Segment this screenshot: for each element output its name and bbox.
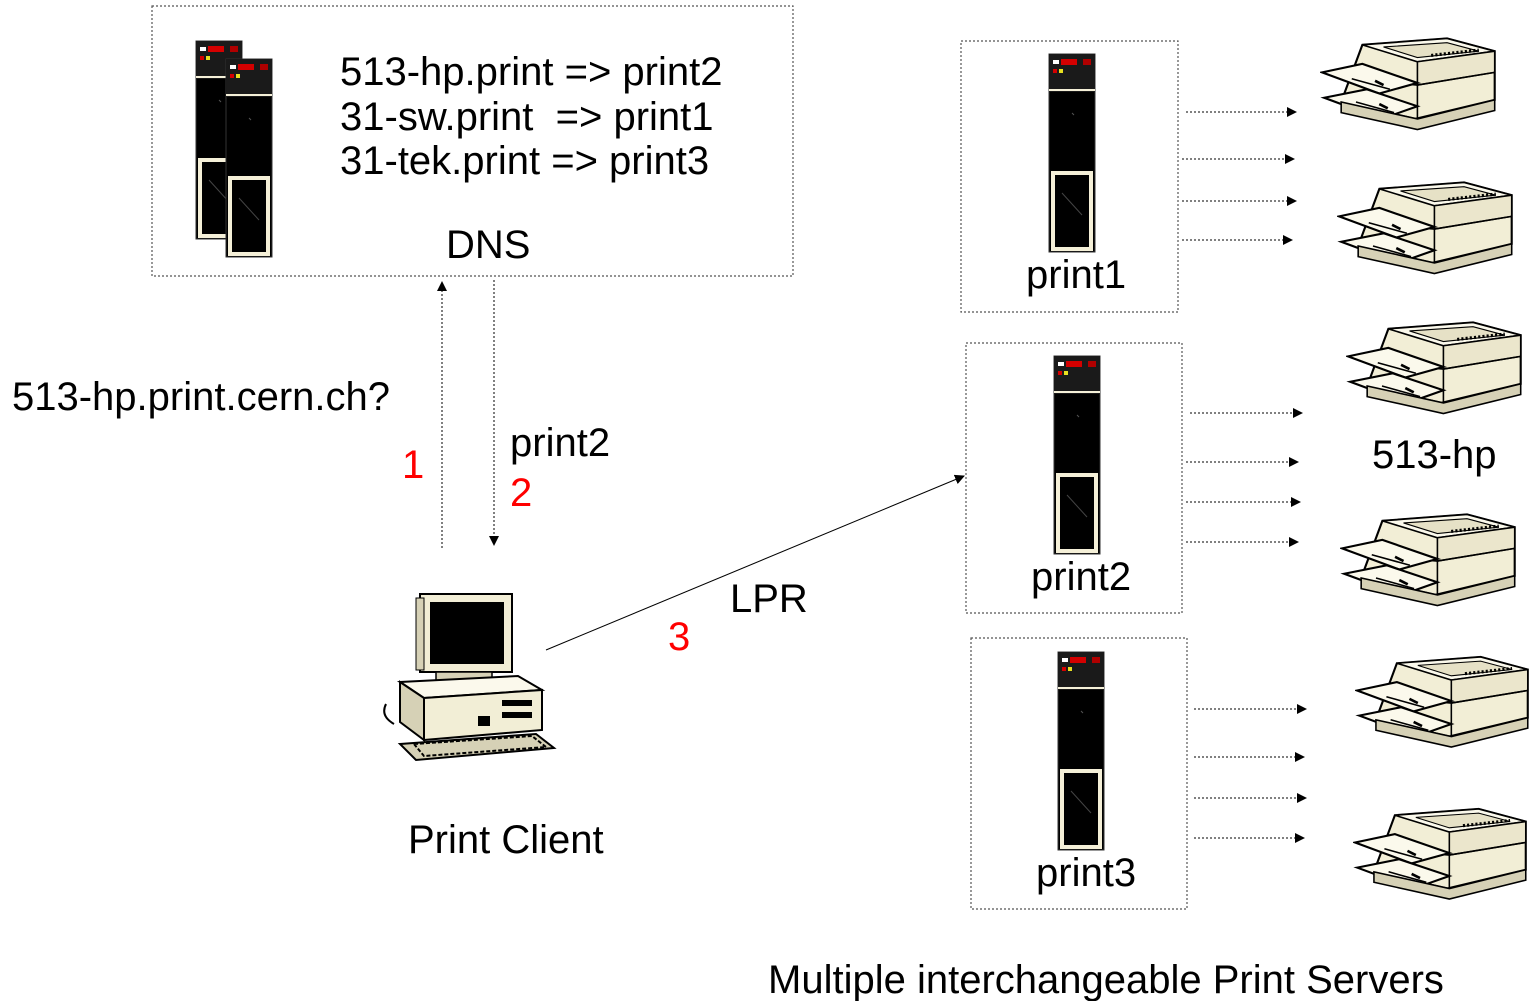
dns-mapping-1: 513-hp.print => print2 [340, 50, 722, 94]
print-server-2: print2 [965, 342, 1183, 614]
laser-printer-icon [1346, 320, 1523, 416]
laser-printer-icon [1320, 36, 1497, 132]
server-1-label: print1 [1026, 253, 1126, 297]
step-2-number: 2 [510, 471, 532, 515]
server-2-label: print2 [1031, 555, 1131, 599]
printer-label: 513-hp [1372, 433, 1497, 477]
server-3-label: print3 [1036, 851, 1136, 895]
footer-caption: Multiple interchangeable Print Servers [768, 958, 1444, 1001]
laser-printer-icon [1355, 655, 1530, 749]
answer-text: print2 [510, 421, 610, 465]
lpr-arrow [545, 474, 965, 651]
laser-printer-icon [1340, 512, 1517, 608]
step-1-number: 1 [402, 443, 424, 487]
desktop-computer-icon [383, 593, 557, 762]
dns-server-box: 513-hp.print => print2 31-sw.print => pr… [151, 5, 794, 277]
client-label: Print Client [408, 818, 604, 862]
dns-server-icon [195, 40, 273, 258]
dns-mapping-3: 31-tek.print => print3 [340, 139, 709, 183]
server-tower-icon [1057, 651, 1105, 851]
server-2-connections [1186, 408, 1303, 547]
server-tower-icon [1048, 53, 1096, 253]
step-3-number: 3 [668, 615, 690, 659]
print-server-3: print3 [970, 637, 1188, 910]
dns-mapping-2: 31-sw.print => print1 [340, 95, 714, 139]
lpr-text: LPR [730, 577, 808, 621]
laser-printer-icon [1337, 180, 1514, 276]
server-1-connections [1182, 107, 1297, 245]
laser-printer-icon [1353, 807, 1528, 901]
print-server-1: print1 [960, 40, 1179, 313]
dns-label: DNS [446, 223, 530, 267]
server-tower-icon [1053, 355, 1101, 555]
server-3-connections [1194, 704, 1307, 843]
query-text: 513-hp.print.cern.ch? [12, 375, 390, 419]
